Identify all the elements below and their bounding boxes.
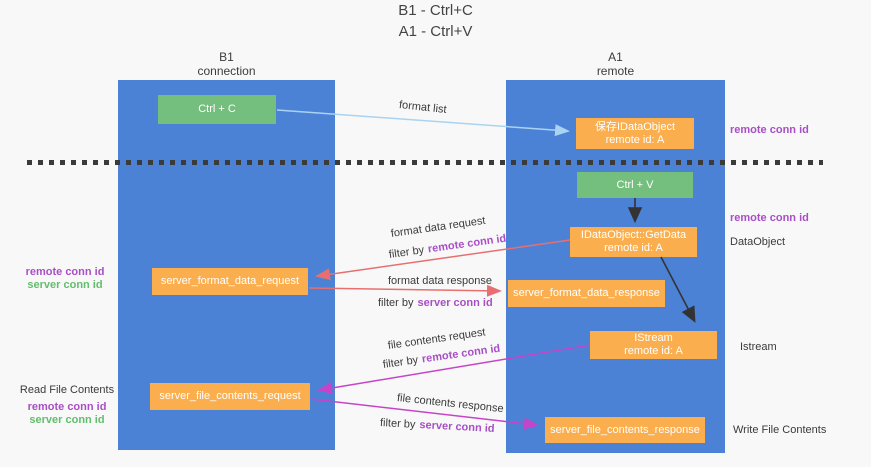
right-column-header: A1 remote xyxy=(506,50,725,78)
dataobject-label: DataObject xyxy=(730,236,786,248)
save-idataobject-line2: remote id: A xyxy=(605,133,665,146)
format-list-label: format list xyxy=(398,99,448,116)
write-file-contents-label: Write File Contents xyxy=(733,424,827,436)
remote-conn-id-top-label: remote conn id xyxy=(730,124,809,136)
file-contents-response-label: file contents response xyxy=(396,392,505,416)
file-request-label: server_file_contents_request xyxy=(159,390,301,402)
right-column-role: remote xyxy=(596,64,635,78)
node-server-file-contents-request: server_file_contents_request xyxy=(150,383,310,410)
node-save-idataobject: 保存IDataObject remote id: A xyxy=(576,118,694,149)
left-file-annotations: Read File Contents remote conn id server… xyxy=(12,384,122,427)
filter-prefix: filter by xyxy=(382,354,419,371)
filter-prefix: filter by xyxy=(379,417,416,431)
node-server-file-contents-response: server_file_contents_response xyxy=(545,417,705,443)
read-file-contents-label: Read File Contents xyxy=(19,384,115,396)
istream-line2: remote id: A xyxy=(624,345,683,357)
diagram-title: B1 - Ctrl+C A1 - Ctrl+V xyxy=(0,0,871,42)
filter-key: server conn id xyxy=(417,297,493,309)
left-column-header: B1 connection xyxy=(118,50,335,78)
format-request-label: server_format_data_request xyxy=(160,275,300,287)
istream-line1: IStream xyxy=(634,332,673,344)
ctrl-v-label: Ctrl + V xyxy=(616,178,654,191)
format-data-response-label: format data response xyxy=(388,275,492,287)
node-idataobject-getdata: IDataObject::GetData remote id: A xyxy=(570,227,697,257)
format-data-response-arrow xyxy=(308,284,502,297)
istream-side-label: Istream xyxy=(740,341,777,353)
save-idataobject-line1: 保存IDataObject xyxy=(594,120,676,133)
filter-prefix: filter by xyxy=(388,244,425,261)
remote-conn-id-label: remote conn id xyxy=(27,401,107,413)
title-line-1: B1 - Ctrl+C xyxy=(398,2,473,19)
node-ctrl-c: Ctrl + C xyxy=(158,95,276,124)
node-server-format-data-response: server_format_data_response xyxy=(508,280,665,307)
left-column-role: connection xyxy=(197,64,256,78)
server-conn-id-label: server conn id xyxy=(29,414,105,426)
title-line-2: A1 - Ctrl+V xyxy=(398,23,473,40)
node-ctrl-v: Ctrl + V xyxy=(577,172,693,198)
session-divider xyxy=(27,160,823,165)
getdata-line2: remote id: A xyxy=(604,242,663,254)
filter-key: server conn id xyxy=(419,419,495,435)
left-format-conn-ids: remote conn id server conn id xyxy=(12,266,118,292)
file-response-label: server_file_contents_response xyxy=(550,423,700,436)
filter-key: remote conn id xyxy=(427,232,507,256)
left-column-name: B1 xyxy=(219,50,234,64)
node-server-format-data-request: server_format_data_request xyxy=(152,268,308,295)
filter-prefix: filter by xyxy=(378,297,414,309)
getdata-line1: IDataObject::GetData xyxy=(580,229,687,241)
server-conn-id-label: server conn id xyxy=(27,279,103,291)
remote-conn-id-mid-label: remote conn id xyxy=(730,212,809,224)
ctrl-c-label: Ctrl + C xyxy=(198,103,236,115)
node-istream: IStream remote id: A xyxy=(590,331,717,359)
format-response-label: server_format_data_response xyxy=(513,287,660,299)
remote-conn-id-label: remote conn id xyxy=(25,266,105,278)
right-column-name: A1 xyxy=(608,50,623,64)
